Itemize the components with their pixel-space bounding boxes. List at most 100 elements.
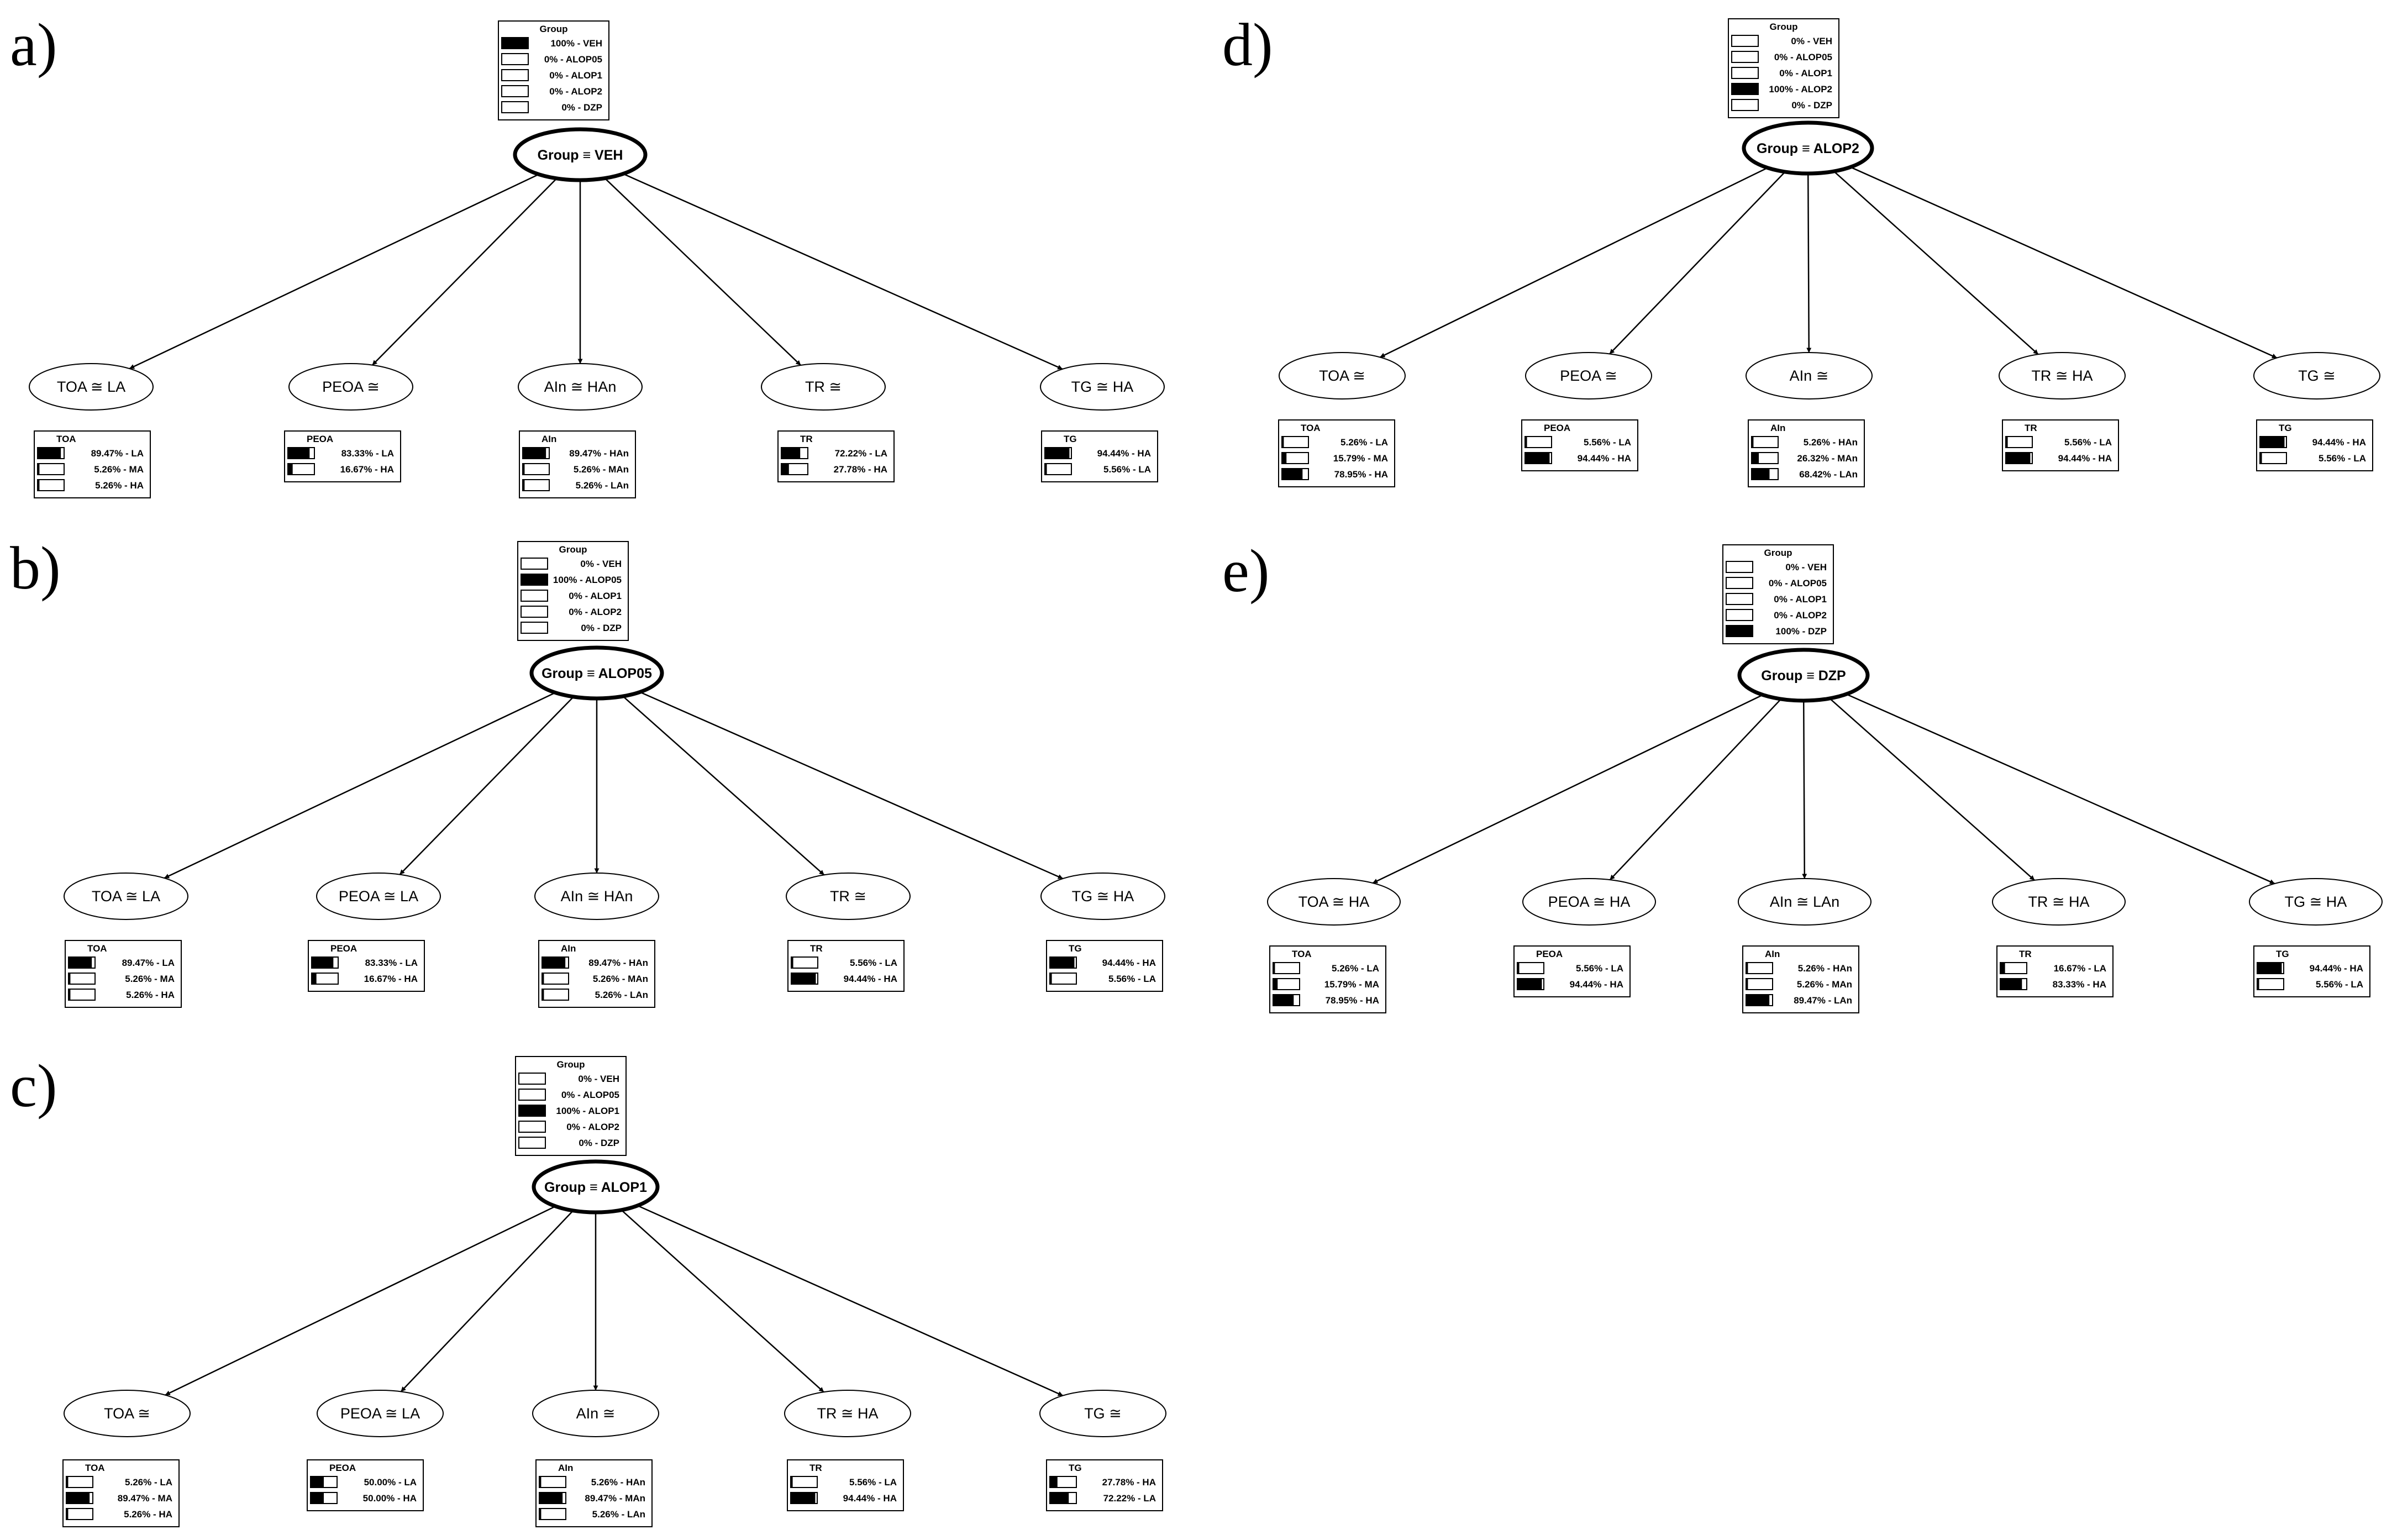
probability-bar-fill (1274, 963, 1275, 973)
probability-bar-frame (68, 989, 96, 1001)
probability-row-label: 5.26% - HA (126, 990, 175, 1000)
probability-bar-frame (522, 479, 550, 491)
child-node-label: TOA ≅ (104, 1405, 150, 1422)
probability-bar-fill (1050, 1493, 1069, 1503)
child-node-label: PEOA ≅ LA (340, 1405, 420, 1422)
probability-row-label: 89.47% - LA (91, 448, 144, 459)
probability-row-label: 5.26% - LA (1332, 963, 1379, 974)
probability-row-label: 78.95% - HA (1334, 469, 1388, 480)
table-title: TOA (1292, 949, 1312, 959)
probability-bar-fill (791, 1477, 793, 1487)
child-node (1040, 363, 1165, 411)
edge-arrow (399, 696, 574, 875)
table-title: TOA (1301, 423, 1321, 433)
probability-bar-fill (1526, 453, 1550, 463)
probability-bar-fill (792, 958, 793, 968)
child-node-label: TG ≅ (1084, 1405, 1122, 1422)
probability-bar-frame (1726, 593, 1753, 605)
probability-bar-frame (521, 590, 548, 602)
probability-row-label: 78.95% - HA (1326, 995, 1379, 1006)
probability-row-label: 27.78% - HA (834, 464, 887, 475)
probability-row-label: 5.26% - LAn (592, 1509, 645, 1520)
probability-bar-fill (519, 1106, 545, 1116)
probability-row-label: 100% - VEH (550, 38, 602, 49)
edge-arrow (165, 1205, 556, 1396)
probability-bar-fill (69, 974, 71, 984)
probability-row-label: 0% - ALOP05 (544, 54, 602, 65)
child-node-label: PEOA ≅ (322, 379, 380, 395)
child-node-label: PEOA ≅ HA (1548, 893, 1631, 910)
probability-row-label: 5.56% - LA (2319, 453, 2366, 464)
probability-row-label: 5.56% - LA (1584, 437, 1631, 448)
probability-row-label: 5.56% - LA (1103, 464, 1151, 475)
probability-bar-fill (1050, 974, 1052, 984)
probability-row-label: 68.42% - LAn (1799, 469, 1858, 480)
child-node-label: TR ≅ (830, 888, 866, 905)
child-node (316, 873, 441, 920)
child-node (288, 363, 413, 411)
probability-row-label: 0% - ALOP05 (1774, 52, 1832, 62)
child-node (29, 363, 154, 411)
probability-row-label: 94.44% - HA (844, 974, 897, 984)
child-node-label: AIn ≅ (576, 1405, 616, 1422)
root-node-label: Group ≡ VEH (538, 148, 623, 163)
child-node (1040, 873, 1165, 920)
probability-bar-frame (518, 1137, 546, 1149)
probability-row-label: 94.44% - HA (2058, 453, 2112, 464)
edge-arrow (604, 177, 801, 366)
probability-bar-fill (1732, 84, 1758, 94)
child-node-label: TOA ≅ (1319, 367, 1365, 384)
child-node (761, 363, 886, 411)
table-title: TR (810, 943, 823, 954)
child-node-label: TR ≅ (805, 379, 842, 395)
table-title: PEOA (1536, 949, 1563, 959)
probability-bar-frame (66, 1476, 93, 1488)
child-node (1999, 352, 2126, 400)
edge-arrow (623, 173, 1063, 370)
panel-label: d) (1222, 11, 1273, 78)
probability-row-label: 0% - ALOP05 (1769, 578, 1827, 588)
probability-bar-frame (1044, 463, 1072, 475)
table-title: Group (1770, 22, 1798, 32)
probability-row-label: 89.47% - LA (122, 958, 175, 968)
probability-row-label: 94.44% - HA (1097, 448, 1151, 459)
probability-row-label: 0% - DZP (561, 102, 602, 113)
probability-bar-fill (1045, 464, 1047, 474)
probability-row-label: 0% - ALOP1 (1779, 68, 1832, 78)
probability-bar-fill (1282, 469, 1303, 479)
child-node (784, 1390, 911, 1437)
probability-bar-fill (1518, 979, 1542, 989)
child-node-label: AIn ≅ HAn (544, 379, 617, 395)
probability-bar-fill (1747, 979, 1748, 989)
probability-bar-fill (502, 38, 528, 48)
probability-bar-frame (522, 463, 550, 475)
probability-row-label: 83.33% - LA (365, 958, 418, 968)
probability-bar-frame (1731, 67, 1759, 79)
probability-row-label: 26.32% - MAn (1797, 453, 1858, 464)
root-node-label: Group ≡ ALOP05 (542, 666, 652, 681)
child-node-label: AIn ≅ (1790, 367, 1829, 384)
probability-row-label: 100% - ALOP2 (1769, 84, 1832, 94)
probability-bar-fill (1727, 626, 1752, 636)
probability-bar-fill (1747, 995, 1770, 1005)
root-node-label: Group ≡ ALOP2 (1757, 141, 1859, 156)
table-title: AIn (1765, 949, 1780, 959)
probability-bar-fill (69, 958, 92, 968)
probability-row-label: 5.56% - LA (1108, 974, 1156, 984)
table-title: TOA (85, 1463, 105, 1473)
probability-row-label: 72.22% - LA (1103, 1493, 1156, 1504)
probability-bar-frame (1731, 99, 1759, 111)
child-node-label: TG ≅ HA (1071, 379, 1134, 395)
table-title: TR (809, 1463, 822, 1473)
probability-bar-fill (1747, 963, 1748, 973)
probability-bar-frame (539, 1508, 566, 1520)
probability-bar-fill (288, 464, 293, 474)
